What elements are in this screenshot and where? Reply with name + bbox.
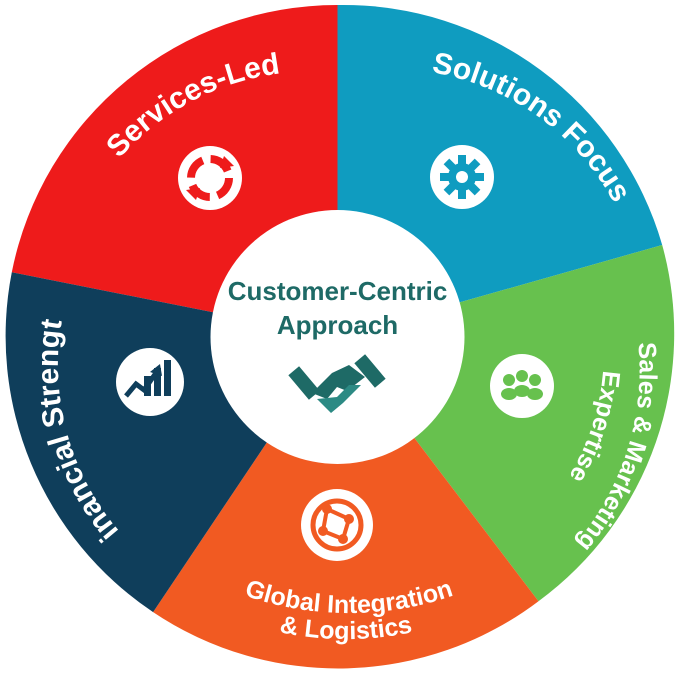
center-title-line1: Customer-Centric: [228, 276, 448, 306]
people-group-icon: [490, 354, 554, 418]
center-title-line2: Approach: [277, 310, 398, 340]
globe-network-icon: [301, 489, 373, 561]
cycle-arrows-icon: [178, 146, 242, 210]
center-circle: [210, 210, 465, 464]
gear-icon: [430, 145, 494, 209]
growth-chart-icon: [116, 348, 184, 416]
handshake-icon: [288, 354, 386, 413]
